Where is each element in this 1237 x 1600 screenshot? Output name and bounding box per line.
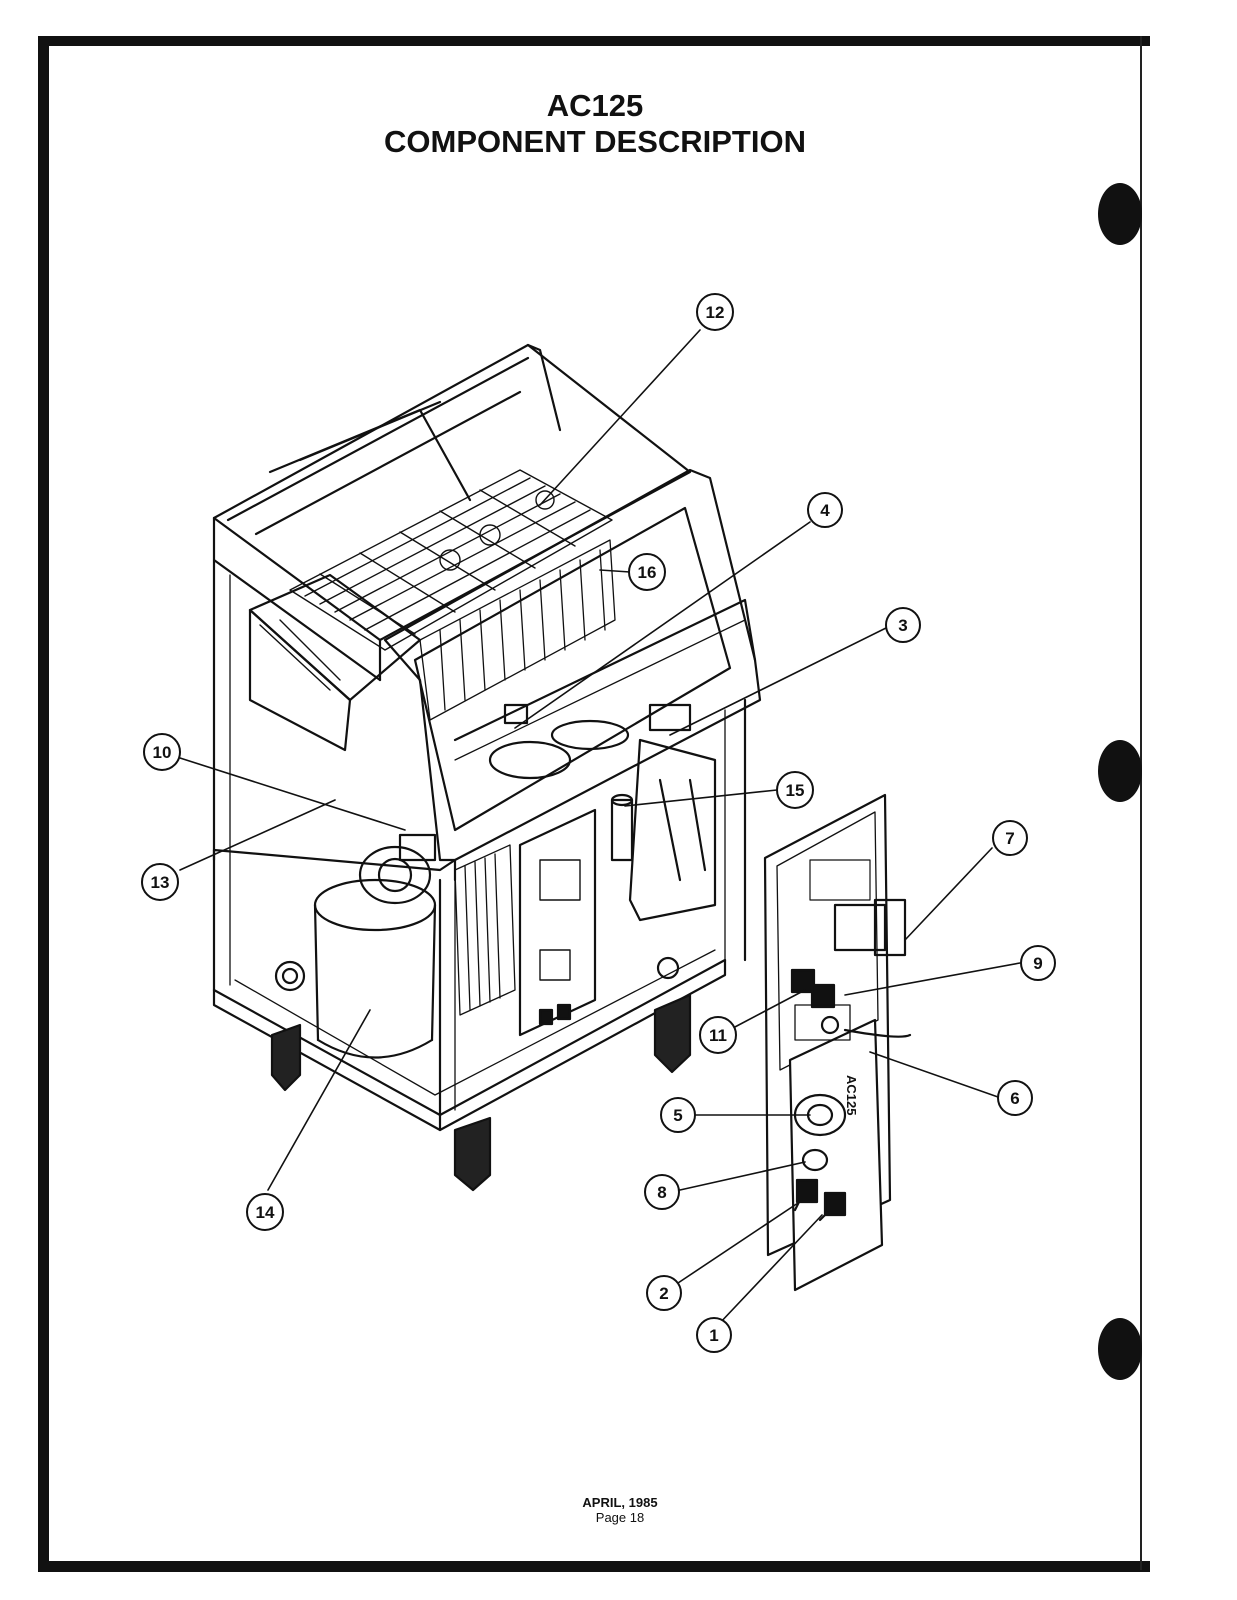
page-number: Page 18 [595, 1510, 645, 1525]
leader-10 [179, 757, 406, 831]
callout-4 [807, 492, 843, 528]
cabinet-top [212, 343, 692, 682]
leader-7 [904, 847, 993, 941]
page-title: AC125 COMPONENT DESCRIPTION [200, 88, 990, 160]
compressor [313, 833, 437, 1059]
title-description: COMPONENT DESCRIPTION [384, 124, 806, 159]
leader-13 [179, 799, 336, 871]
callout-14 [246, 1193, 284, 1231]
footer-date: APRIL, 1985 [582, 1495, 658, 1510]
leader-1 [717, 1214, 823, 1326]
callout-label-9: 9 [1033, 954, 1042, 973]
page-border-right [1140, 36, 1142, 1570]
callout-12 [696, 293, 734, 331]
leader-15 [624, 789, 778, 807]
callout-label-1: 1 [709, 1326, 718, 1345]
leader-2 [674, 1202, 799, 1286]
callout-8 [644, 1174, 680, 1210]
callout-label-7: 7 [1005, 829, 1014, 848]
page-border-top [38, 36, 1150, 46]
evaporator-grid [289, 469, 613, 651]
leader-9 [844, 962, 1021, 996]
callout-3 [885, 607, 921, 643]
callout-label-11: 11 [709, 1026, 727, 1045]
callout-1 [696, 1317, 732, 1353]
legs [270, 993, 692, 1192]
page-footer: APRIL, 1985 Page 18 [520, 1495, 720, 1525]
title-model: AC125 [546, 88, 644, 123]
callouts [141, 293, 1056, 1353]
callout-15 [776, 771, 814, 809]
binder-hole-top [1098, 183, 1142, 245]
callout-2 [646, 1275, 682, 1311]
page-border-bottom [38, 1561, 1150, 1572]
leader-4 [514, 521, 811, 729]
callout-16 [628, 553, 666, 591]
callout-11 [699, 1016, 737, 1054]
front-frame [383, 468, 762, 882]
callout-label-6: 6 [1010, 1089, 1019, 1108]
binder-hole-middle [1098, 740, 1142, 802]
page-border-left [38, 36, 49, 1570]
callout-label-15: 15 [786, 781, 805, 800]
leader-lines [179, 329, 1021, 1326]
callout-label-2: 2 [659, 1284, 668, 1303]
callout-5 [660, 1097, 696, 1133]
callout-label-10: 10 [153, 743, 172, 762]
water-reservoir [610, 738, 717, 922]
binder-hole-bottom [1098, 1318, 1142, 1380]
callout-label-13: 13 [151, 873, 170, 892]
callout-6 [997, 1080, 1033, 1116]
callout-label-14: 14 [256, 1203, 275, 1222]
callout-label-16: 16 [638, 563, 657, 582]
condenser [454, 844, 516, 1016]
leader-16 [599, 569, 631, 573]
callout-label-3: 3 [898, 616, 907, 635]
leader-3 [669, 626, 889, 736]
callout-label-8: 8 [657, 1183, 666, 1202]
control-panel [763, 793, 912, 1292]
water-curtain [419, 539, 616, 721]
callout-13 [141, 863, 179, 901]
leader-14 [267, 1009, 371, 1191]
leader-6 [869, 1051, 999, 1098]
callout-10 [143, 733, 181, 771]
callout-label-5: 5 [673, 1106, 682, 1125]
middle-shelf [453, 598, 757, 780]
electrical-box [518, 808, 597, 1037]
callout-7 [992, 820, 1028, 856]
callout-label-4: 4 [820, 501, 830, 520]
leader-12 [539, 329, 701, 506]
callout-label-12: 12 [706, 303, 725, 322]
left-compartment [248, 573, 422, 752]
leader-11 [732, 989, 806, 1029]
callout-labels: 12 4 16 3 10 15 7 13 9 11 6 5 8 14 2 1 [151, 303, 1043, 1345]
callout-9 [1020, 945, 1056, 981]
panel-model-marking: AC125 [844, 1075, 859, 1115]
leader-8 [679, 1161, 806, 1191]
